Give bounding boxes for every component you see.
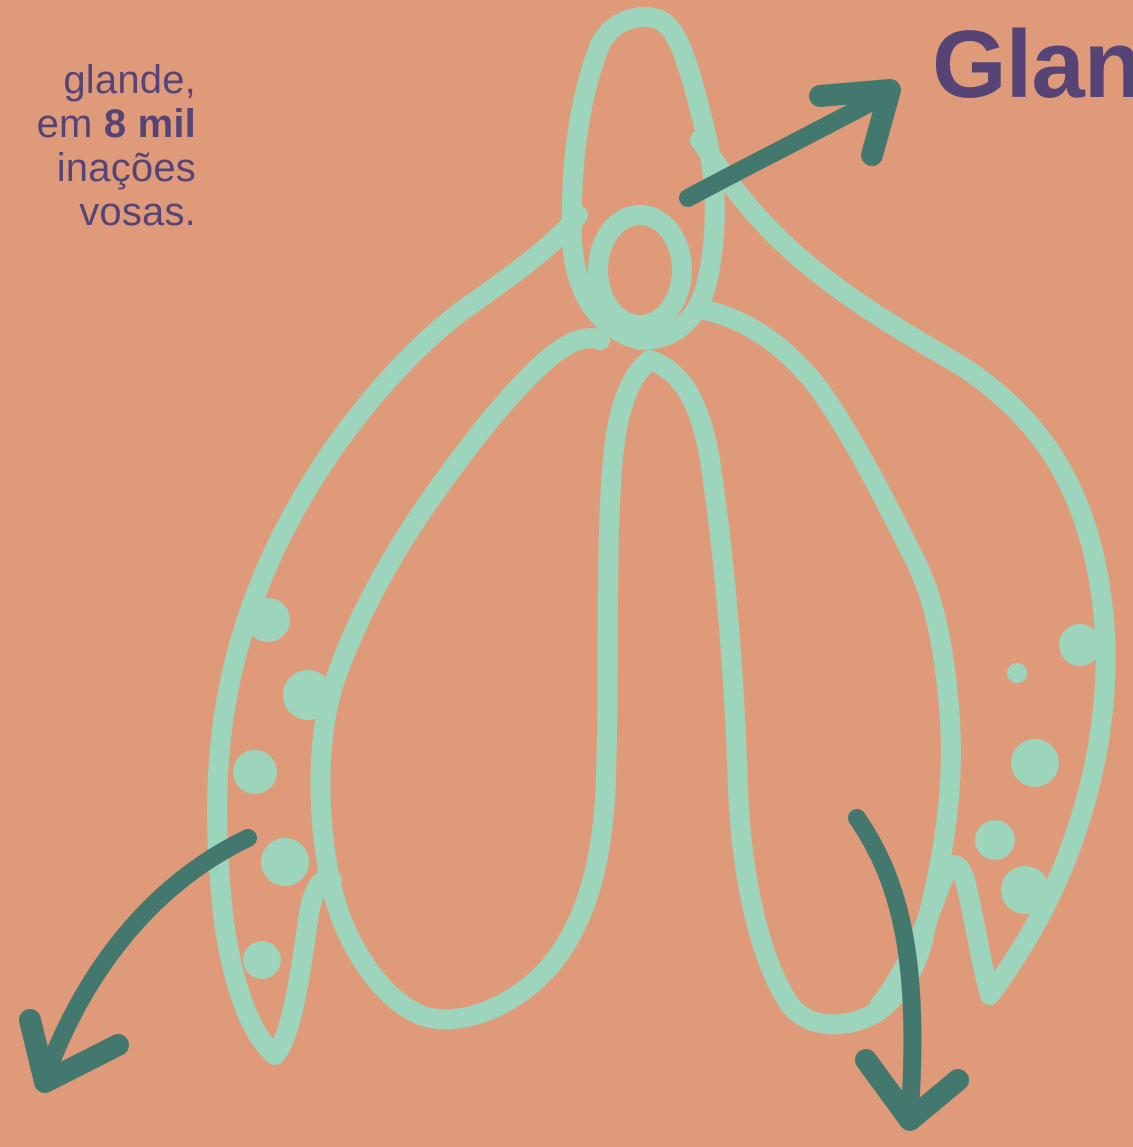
dot [1059,624,1101,666]
dot [975,820,1015,860]
dot [1011,739,1059,787]
glans-outline [598,215,682,325]
arrow-up-right-icon [688,90,890,198]
dot [283,670,333,720]
dot [243,941,281,979]
dot [233,750,277,794]
clitoris-outline [217,17,1106,1055]
dot [1001,866,1049,914]
right-outer-outline [700,140,1106,1005]
left-inner-outline [320,338,650,1019]
dot [261,838,309,886]
dot [1007,663,1027,683]
dot [246,598,290,642]
